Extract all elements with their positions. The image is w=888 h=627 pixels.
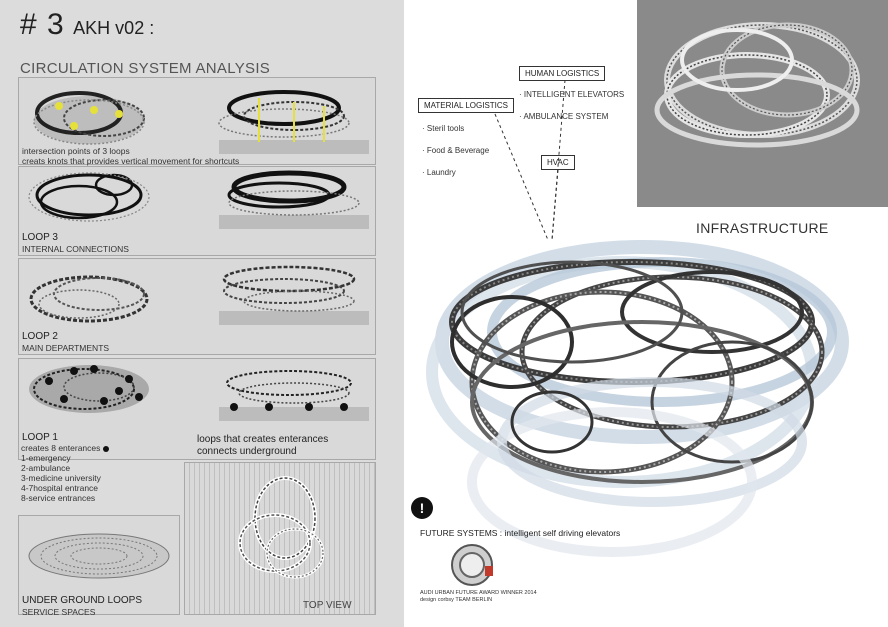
loop1-note-line1: loops that creates enterances xyxy=(197,434,329,445)
underground-title: UNDER GROUND LOOPS xyxy=(22,595,143,606)
human-logistics-list: · INTELLIGENT ELEVATORS · AMBULANCE SYST… xyxy=(519,84,624,128)
loop3-title: LOOP 3 xyxy=(22,232,58,243)
loop1-item: 4-7hospital entrance xyxy=(21,483,99,493)
future-systems-text: FUTURE SYSTEMS : intelligent self drivin… xyxy=(420,528,621,538)
topview-diagram xyxy=(238,476,325,579)
loop1-item: 3-medicine university xyxy=(21,473,101,483)
panel-loop3: LOOP 3 INTERNAL CONNECTIONS xyxy=(18,166,376,256)
topview-label: TOP VIEW xyxy=(303,600,352,611)
human-logistics-label: HUMAN LOGISTICS xyxy=(519,66,606,81)
material-logistics-item: · Food & Beverage xyxy=(422,146,490,155)
warning-icon: ! xyxy=(411,497,433,519)
panel-loop2: LOOP 2 MAIN DEPARTMENTS xyxy=(18,258,376,355)
human-logistics-item: · AMBULANCE SYSTEM xyxy=(519,112,609,121)
panel-intersections: intersection points of 3 loops creats kn… xyxy=(18,77,376,166)
loop2-title: LOOP 2 xyxy=(22,331,58,342)
award-line2: design corbsy TEAM BERLIN xyxy=(420,597,493,603)
entrance-dot-icon xyxy=(102,445,109,452)
intersection-caption: intersection points of 3 loops creats kn… xyxy=(22,146,240,166)
hvac-label: HVAC xyxy=(541,155,575,170)
material-logistics-item: · Laundry xyxy=(422,168,456,177)
infrastructure-diagram xyxy=(426,240,849,557)
intersection-diagram xyxy=(33,90,369,154)
loop3-diagram xyxy=(28,170,369,229)
render-loops-drawing xyxy=(654,22,860,148)
loop1-item: 8-service entrances xyxy=(21,493,96,503)
loop1-item: 2-ambulance xyxy=(21,463,71,473)
infrastructure-label: INFRASTRUCTURE xyxy=(696,220,829,236)
elevator-pod-icon xyxy=(451,544,493,586)
loop3-subtitle: INTERNAL CONNECTIONS xyxy=(22,244,129,254)
loop1-title: LOOP 1 xyxy=(22,432,58,443)
section-title: CIRCULATION SYSTEM ANALYSIS xyxy=(20,60,271,77)
sheet-number: # 3 xyxy=(20,8,65,41)
loop1-entrance-list: creates 8 enterances 1-emergency 2-ambul… xyxy=(21,443,109,503)
sheet-subtitle: AKH v02 : xyxy=(73,18,155,38)
loop1-note: loops that creates enterances connects u… xyxy=(197,434,328,458)
material-logistics-item: · Steril tools xyxy=(422,124,465,133)
underground-diagram xyxy=(28,533,170,579)
loop2-subtitle: MAIN DEPARTMENTS xyxy=(22,343,110,353)
loop1-item: 1-emergency xyxy=(21,453,71,463)
material-logistics-label: MATERIAL LOGISTICS xyxy=(418,98,515,113)
3d-render-image xyxy=(637,0,888,207)
panel-underground: UNDER GROUND LOOPS SERVICE SPACES xyxy=(18,515,180,617)
award-caption: AUDI URBAN FUTURE AWARD WINNER 2014 desi… xyxy=(420,590,537,604)
award-line1: AUDI URBAN FUTURE AWARD WINNER 2014 xyxy=(420,590,537,596)
material-logistics-list: · Steril tools · Food & Beverage · Laund… xyxy=(422,118,489,184)
human-logistics-item: · INTELLIGENT ELEVATORS xyxy=(519,90,625,99)
loop1-diagram xyxy=(29,365,369,421)
loop1-item: creates 8 enterances xyxy=(21,443,109,453)
underground-subtitle: SERVICE SPACES xyxy=(22,607,96,617)
sheet-title: # 3 AKH v02 : xyxy=(20,8,154,42)
analysis-sheet: # 3 AKH v02 : CIRCULATION SYSTEM ANALYSI… xyxy=(0,0,404,627)
panel-topview: TOP VIEW xyxy=(184,462,376,615)
panel-loop1: LOOP 1 loops that creates enterances con… xyxy=(18,358,376,460)
loop1-note-line2: connects underground xyxy=(197,446,297,457)
loop2-diagram xyxy=(29,265,369,325)
